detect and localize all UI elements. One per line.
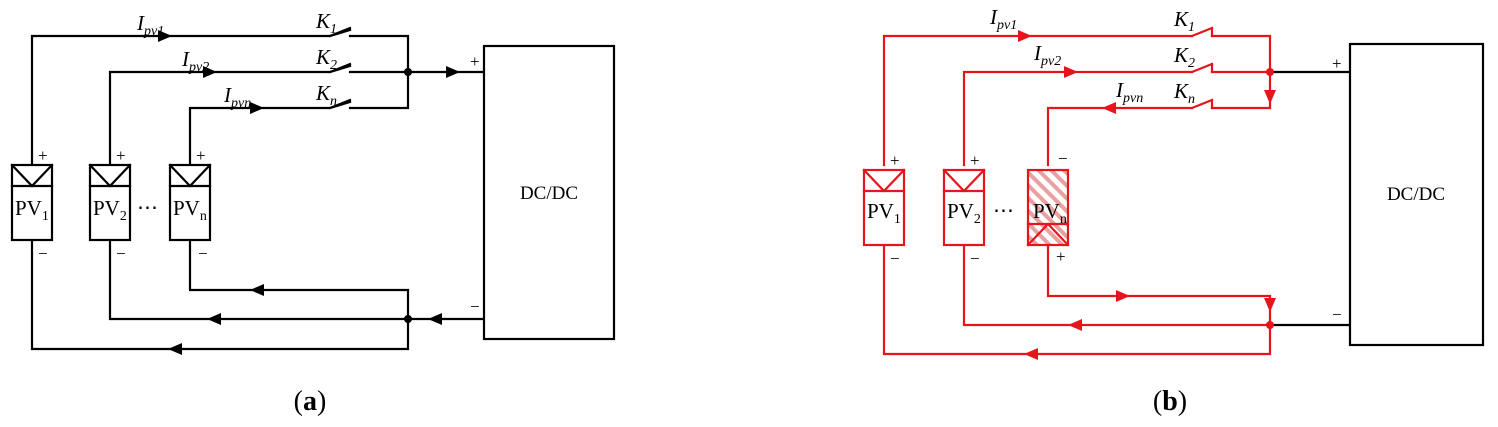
- switch-b-label-k1: K1: [1173, 7, 1195, 35]
- dcdc-converter-box: [482, 44, 616, 341]
- switch-b-label-k2: K2: [1173, 43, 1195, 71]
- panel-a: [10, 26, 616, 355]
- current-label-ipvn: Ipvn: [223, 83, 251, 111]
- switch-k2: [328, 62, 352, 74]
- pvn-minus: −: [198, 244, 208, 263]
- dcdc-b-label: DC/DC: [1387, 184, 1445, 205]
- pv-module-1: [10, 163, 54, 242]
- arrow-return-1: [168, 343, 182, 355]
- switch-b-k1: [1190, 26, 1214, 38]
- pv-b-label-1: PV1: [867, 199, 901, 227]
- dcdc-plus: +: [470, 52, 480, 71]
- pv-b2-plus: +: [970, 151, 980, 170]
- wire-b-pv2-bottom: [962, 243, 1272, 327]
- pv-b-label-n: PVn: [1033, 199, 1067, 227]
- arrow-b-return-n: [1116, 290, 1130, 302]
- ellipsis-b: ⋯: [993, 198, 1014, 222]
- pv-b-module-2: [942, 168, 986, 247]
- dcdc-b-plus: +: [1332, 54, 1342, 73]
- pv-b-module-n-faulty: [1026, 168, 1070, 247]
- wire-pv1-top: [30, 28, 410, 167]
- arrow-b-down-top: [1264, 90, 1276, 104]
- switch-b-k2: [1190, 62, 1214, 74]
- pv-b1-minus: −: [890, 249, 900, 268]
- junction-bottom: [404, 315, 412, 323]
- arrow-b-ipvn: [1102, 102, 1116, 114]
- dcdc-b-minus: −: [1332, 305, 1342, 324]
- panel-b: [862, 26, 1485, 360]
- arrow-ipv2: [203, 66, 217, 78]
- panel-b-labels: Ipv1 Ipv2 Ipvn K1 K2 Kn PV1 PV2 PVn ⋯ + …: [867, 5, 1445, 417]
- pv-module-n: [168, 163, 212, 242]
- dcdc-label: DC/DC: [520, 183, 578, 204]
- pv2-minus: −: [116, 244, 126, 263]
- pvn-plus: +: [196, 146, 206, 165]
- arrow-b-return-1: [1024, 348, 1038, 360]
- ellipsis: ⋯: [137, 195, 158, 219]
- arrow-b-ipv2: [1064, 66, 1078, 78]
- current-b-label-ipv1: Ipv1: [989, 5, 1017, 33]
- switch-label-k1: K1: [315, 9, 337, 37]
- pv-b2-minus: −: [970, 249, 980, 268]
- caption-b: (b): [1153, 386, 1187, 417]
- junction-b-bottom: [1266, 321, 1274, 329]
- wire-b-pv1-bottom: [882, 243, 1272, 356]
- arrow-return-2: [207, 313, 221, 325]
- pv-b-module-1: [862, 168, 906, 247]
- arrow-return-n: [250, 284, 264, 296]
- current-b-label-ipvn: Ipvn: [1115, 78, 1143, 106]
- pv-module-2: [88, 163, 132, 242]
- panel-a-labels: Ipv1 Ipv2 Ipvn K1 K2 Kn PV1 PV2 PVn ⋯ + …: [15, 9, 578, 417]
- arrow-in-bottom: [428, 313, 442, 325]
- switch-label-kn: Kn: [315, 81, 337, 109]
- pv-b1-plus: +: [890, 151, 900, 170]
- switch-label-k2: K2: [315, 45, 337, 73]
- current-b-label-ipv2: Ipv2: [1033, 41, 1061, 69]
- wire-pv2-bottom: [108, 238, 486, 321]
- pv1-minus: −: [38, 244, 48, 263]
- wire-pv1-bottom: [30, 238, 410, 351]
- arrow-b-return-2: [1068, 319, 1082, 331]
- arrow-ipv1: [158, 30, 172, 42]
- junction-b-top: [1266, 68, 1274, 76]
- arrow-out-top: [446, 66, 460, 78]
- wire-b-pvn-top: [1046, 70, 1272, 167]
- pv-bn-minus-top: −: [1058, 149, 1068, 168]
- switch-b-label-kn: Kn: [1173, 79, 1195, 107]
- dcdc-b-converter-box: [1348, 42, 1485, 347]
- pv-b-label-2: PV2: [947, 199, 981, 227]
- arrow-ipvn: [250, 102, 264, 114]
- arrow-b-ipv1: [1018, 30, 1032, 42]
- caption-a: (a): [294, 386, 327, 417]
- wire-b-pv2-top: [962, 70, 1272, 167]
- pv-label-n: PVn: [173, 196, 207, 224]
- pv-label-2: PV2: [93, 196, 127, 224]
- junction-top: [404, 68, 412, 76]
- wire-b-pvn-bottom: [1046, 243, 1272, 327]
- arrow-b-down-bottom: [1264, 298, 1276, 312]
- wire-pv2-top: [108, 64, 486, 167]
- switch-b-kn: [1190, 98, 1214, 110]
- wire-b-pv1-top: [882, 34, 1272, 167]
- pv-label-1: PV1: [15, 196, 49, 224]
- wire-pvn-bottom: [188, 238, 410, 321]
- pv1-plus: +: [38, 146, 48, 165]
- pv2-plus: +: [116, 146, 126, 165]
- current-label-ipv1: Ipv1: [136, 11, 164, 39]
- switch-k1: [328, 26, 352, 38]
- dcdc-minus: −: [470, 297, 480, 316]
- wire-pvn-top: [188, 70, 410, 167]
- pv-bn-plus-bottom: +: [1056, 247, 1066, 266]
- switch-kn: [328, 98, 352, 110]
- current-label-ipv2: Ipv2: [181, 47, 209, 75]
